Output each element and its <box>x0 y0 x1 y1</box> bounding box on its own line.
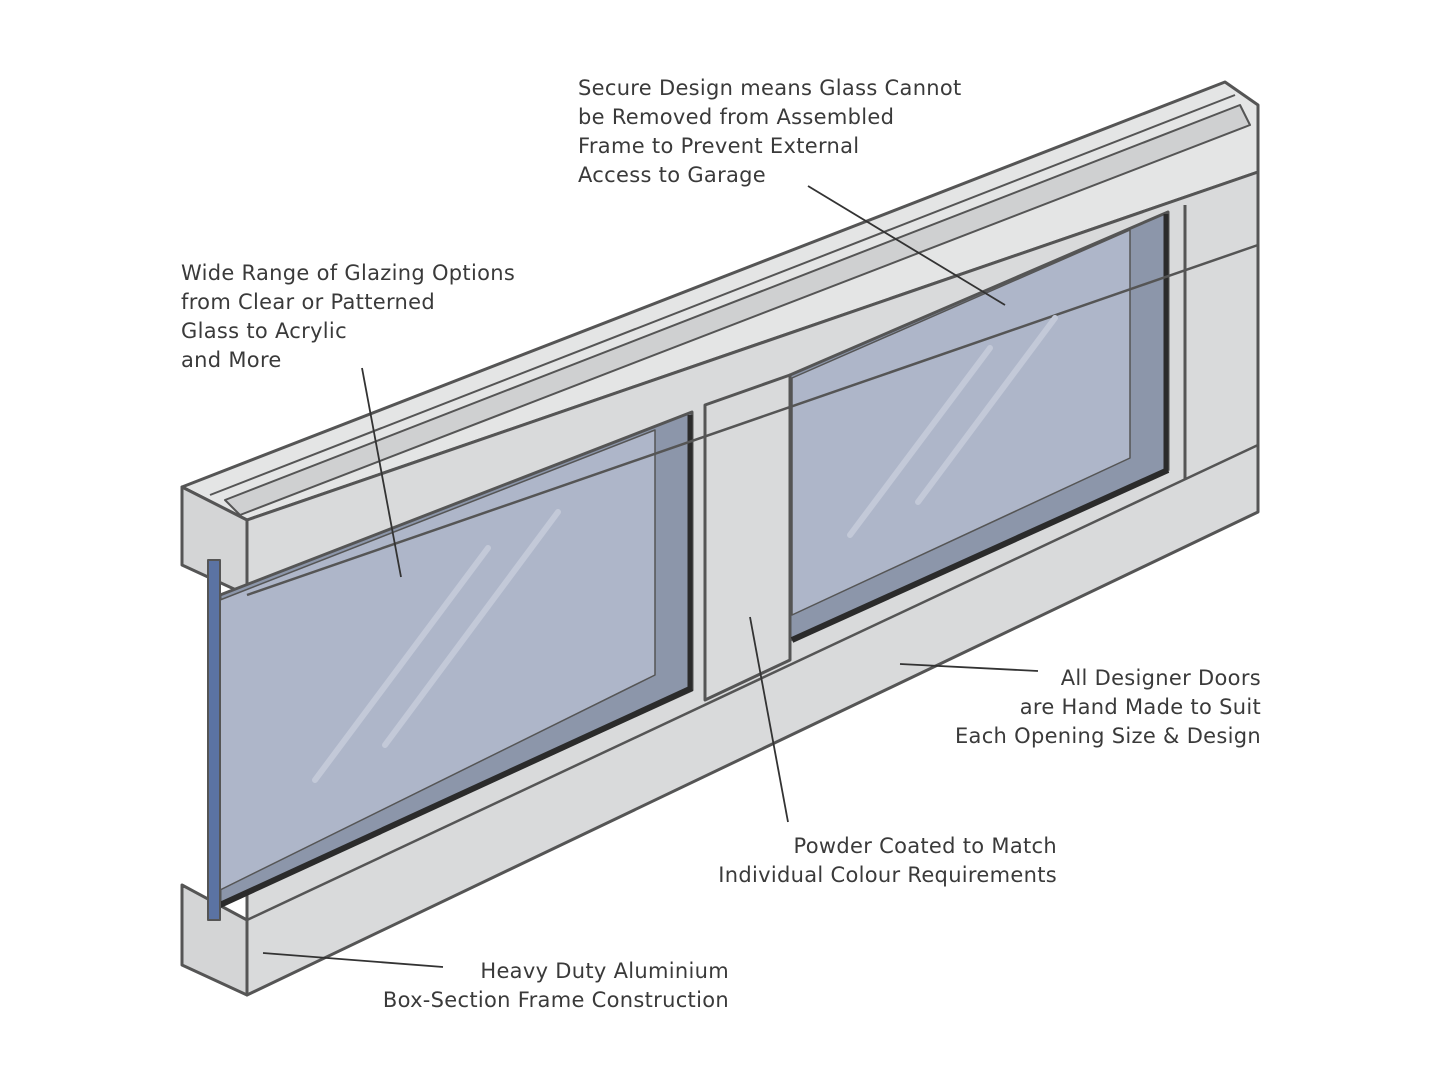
callout-line: from Clear or Patterned <box>181 290 435 314</box>
leader-handmade <box>899 663 1039 672</box>
leader-aluminium <box>262 952 444 968</box>
callout-line: Frame to Prevent External <box>578 134 860 158</box>
mullion <box>703 373 792 702</box>
callout-handmade: All Designer Doors are Hand Made to Suit… <box>955 664 1261 751</box>
callout-line: Secure Design means Glass Cannot <box>578 76 962 100</box>
leader-powder <box>749 616 789 823</box>
callout-line: Glass to Acrylic <box>181 319 347 343</box>
callout-line: Box-Section Frame Construction <box>382 988 729 1012</box>
leader-glazing <box>361 367 402 578</box>
callout-powder: Powder Coated to Match Individual Colour… <box>718 832 1057 890</box>
bottom-rail-end <box>180 883 249 997</box>
callout-line: be Removed from Assembled <box>578 105 895 129</box>
glass-edge <box>207 559 221 921</box>
callout-line: Individual Colour Requirements <box>718 863 1057 887</box>
callout-line: All Designer Doors <box>1060 666 1261 690</box>
callout-line: Access to Garage <box>578 163 767 187</box>
callout-aluminium: Heavy Duty Aluminium Box-Section Frame C… <box>383 957 729 1015</box>
callout-secure: Secure Design means Glass Cannot be Remo… <box>578 74 962 190</box>
callout-glazing: Wide Range of Glazing Options from Clear… <box>181 259 515 375</box>
callout-line: and More <box>181 348 282 372</box>
callout-line: Each Opening Size & Design <box>954 724 1261 748</box>
callout-line: are Hand Made to Suit <box>1019 695 1261 719</box>
callout-line: Powder Coated to Match <box>793 834 1057 858</box>
callout-line: Wide Range of Glazing Options <box>181 261 516 285</box>
callout-line: Heavy Duty Aluminium <box>480 959 729 983</box>
leader-secure <box>807 185 1006 306</box>
